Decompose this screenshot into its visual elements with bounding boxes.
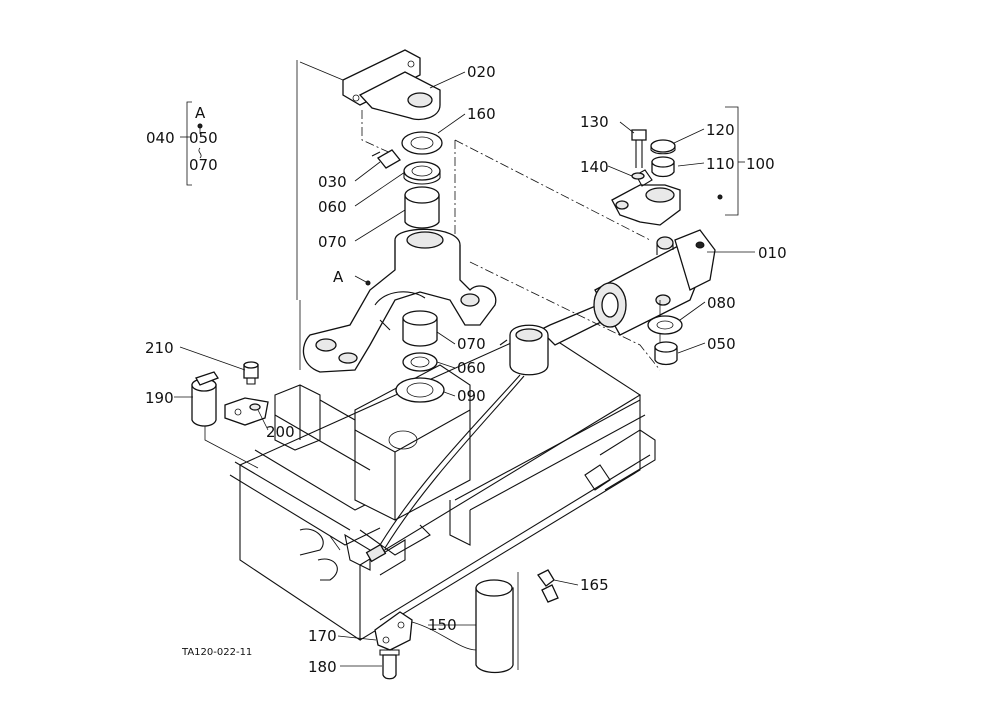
- label-200: 200: [266, 423, 295, 441]
- label-050: 050: [707, 335, 736, 353]
- washer-080: [647, 315, 683, 335]
- label-090: 090: [457, 387, 486, 405]
- part-labels: 010 020 030 040 050 050 060 060 070 070 …: [145, 63, 787, 676]
- washer-090: [395, 377, 445, 403]
- label-060-upper: 060: [318, 198, 347, 216]
- label-170: 170: [308, 627, 337, 645]
- label-150: 150: [428, 616, 457, 634]
- bushing-110: [651, 156, 675, 178]
- grease-fitting-030: [371, 149, 401, 169]
- bushing-070-upper: [404, 186, 440, 229]
- label-070-upper: 070: [318, 233, 347, 251]
- pin-150: [475, 579, 514, 674]
- fitting-165: [517, 569, 559, 670]
- label-040: 040: [146, 129, 175, 147]
- bolt-180: [379, 649, 400, 680]
- label-070-group: 070: [189, 156, 218, 174]
- label-020: 020: [467, 63, 496, 81]
- cap-120: [650, 139, 676, 155]
- label-070-lower: 070: [457, 335, 486, 353]
- bracket-020: [342, 49, 441, 156]
- knuckle-arm: [302, 228, 497, 373]
- label-030: 030: [318, 173, 347, 191]
- label-080: 080: [707, 294, 736, 312]
- label-210: 210: [145, 339, 174, 357]
- label-165: 165: [580, 576, 609, 594]
- label-100: 100: [746, 155, 775, 173]
- tie-rod-assy-100: [611, 106, 745, 226]
- label-050-group: 050: [189, 129, 218, 147]
- label-110: 110: [706, 155, 735, 173]
- bushing-060-lower: [402, 352, 438, 372]
- label-010: 010: [758, 244, 787, 262]
- front-axle-frame: [229, 60, 656, 642]
- steering-cylinder-010: [379, 139, 755, 549]
- label-160: 160: [467, 105, 496, 123]
- group-letter: A: [195, 104, 206, 122]
- bracket-170: [374, 611, 413, 651]
- group-bracket: [180, 101, 203, 186]
- label-120: 120: [706, 121, 735, 139]
- label-060-lower: 060: [457, 359, 486, 377]
- plug-210: [243, 361, 259, 385]
- pin-190: [191, 371, 219, 427]
- label-180: 180: [308, 658, 337, 676]
- label-190: 190: [145, 389, 174, 407]
- label-140: 140: [580, 158, 609, 176]
- nut-140: [631, 172, 645, 180]
- bushing-070-lower: [402, 310, 438, 347]
- washer-160: [401, 131, 443, 155]
- marker-a: A: [333, 268, 344, 286]
- reference-code: TA120-022-11: [181, 647, 252, 658]
- leader-lines: [174, 71, 706, 667]
- label-130: 130: [580, 113, 609, 131]
- plate-200: [224, 397, 269, 426]
- bushing-060-upper: [403, 161, 441, 185]
- bushing-050: [654, 341, 678, 366]
- bolt-130: [631, 129, 647, 168]
